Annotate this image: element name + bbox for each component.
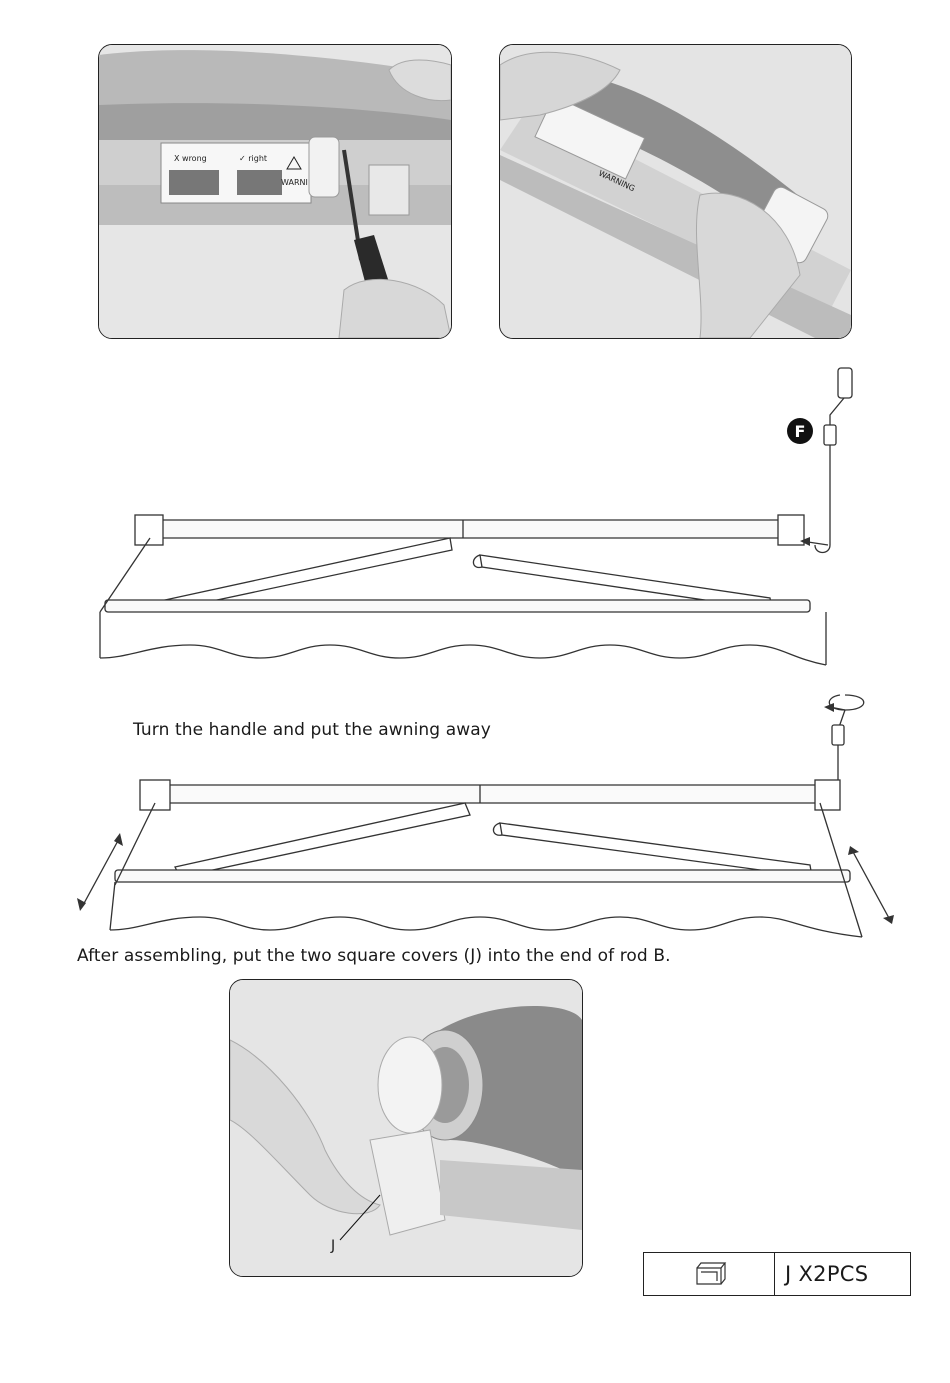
photo-roller-insertion: WARNING [499, 44, 852, 339]
parts-icon-cell [644, 1253, 775, 1295]
parts-table: J X2PCS [643, 1252, 911, 1296]
photo-label-j: J [331, 1238, 335, 1254]
photo-roller-illustration: WARNING [500, 45, 851, 338]
parts-quantity: J X2PCS [775, 1253, 910, 1295]
square-cover-icon [691, 1260, 727, 1288]
sticker-wrong-text: X wrong [174, 154, 207, 163]
caption-after-assembling: After assembling, put the two square cov… [77, 946, 671, 966]
photo-screwdriver-adjustment: X wrong ✓ right WARNING [98, 44, 452, 339]
awning-diagram-with-handle: F [0, 360, 950, 670]
photo-square-cover-insertion: J [229, 979, 583, 1277]
part-label-f: F [795, 422, 806, 441]
awning-diagram-folding [0, 685, 950, 945]
photo-square-cover-illustration [230, 980, 582, 1276]
photo-screwdriver-illustration: X wrong ✓ right WARNING [99, 45, 451, 338]
sticker-right-text: ✓ right [239, 154, 267, 163]
